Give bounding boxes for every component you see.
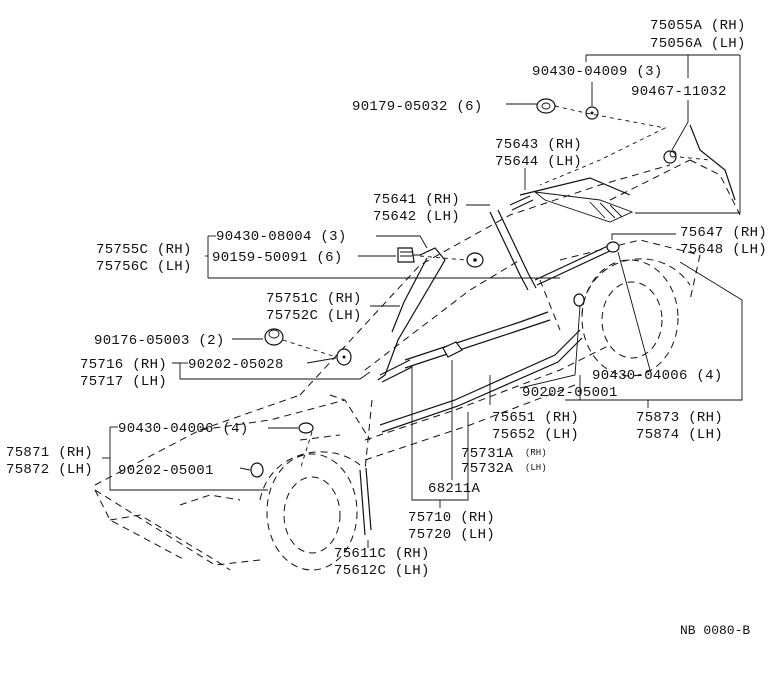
label-75710: 75710 (RH)	[408, 510, 495, 526]
label-75873: 75873 (RH)	[636, 410, 723, 426]
label-90202-05028: 90202-05028	[188, 357, 284, 373]
label-90202-05001-right: 90202-05001	[522, 385, 618, 401]
label-90430-04006-right: 90430-04006 (4)	[592, 368, 723, 384]
label-75871: 75871 (RH)	[6, 445, 93, 461]
label-75732A: 75732A	[461, 461, 514, 477]
nut-90176	[264, 328, 284, 346]
label-75716: 75716 (RH)	[80, 357, 167, 373]
label-75647: 75647 (RH)	[680, 225, 767, 241]
clip-90467	[663, 150, 677, 164]
label-90467-11032: 90467-11032	[631, 84, 727, 100]
label-75756C: 75756C (LH)	[96, 259, 192, 275]
diagram-code: NB 0080-B	[680, 623, 750, 638]
washer-90202-05001-l	[250, 462, 264, 478]
label-75731A: 75731A	[461, 446, 514, 462]
label-90430-04006-left: 90430-04006 (4)	[118, 421, 249, 437]
label-75611C: 75611C (RH)	[334, 546, 430, 562]
label-75644: 75644 (LH)	[495, 154, 582, 170]
part-labels: 75055A (RH) 75056A (LH) 90430-04009 (3) …	[6, 18, 767, 638]
label-75642: 75642 (LH)	[373, 209, 460, 225]
label-75056A: 75056A (LH)	[650, 36, 746, 52]
label-75612C: 75612C (LH)	[334, 563, 430, 579]
label-90159-50091: 90159-50091 (6)	[212, 250, 343, 266]
label-90176-05003: 90176-05003 (2)	[94, 333, 225, 349]
washer-90430-04006-r	[606, 241, 620, 253]
moulding-strips	[359, 195, 613, 536]
label-75731A-side: (RH)	[525, 448, 547, 458]
leader-lines	[102, 54, 743, 548]
label-75648: 75648 (LH)	[680, 242, 767, 258]
label-75874: 75874 (LH)	[636, 427, 723, 443]
label-75055A: 75055A (RH)	[650, 18, 746, 34]
car-body-outline	[94, 124, 741, 571]
label-75751C: 75751C (RH)	[266, 291, 362, 307]
label-90430-08004: 90430-08004 (3)	[216, 229, 347, 245]
label-75752C: 75752C (LH)	[266, 308, 362, 324]
label-90430-04009: 90430-04009 (3)	[532, 64, 663, 80]
label-75755C: 75755C (RH)	[96, 242, 192, 258]
label-68211A: 68211A	[428, 481, 481, 497]
label-90202-05001-left: 90202-05001	[118, 463, 214, 479]
label-75732A-side: (LH)	[525, 463, 547, 473]
label-75643: 75643 (RH)	[495, 137, 582, 153]
label-75717: 75717 (LH)	[80, 374, 167, 390]
screw-90159	[397, 247, 415, 263]
handle-68211A	[442, 341, 463, 358]
label-90179-05032: 90179-05032 (6)	[352, 99, 483, 115]
fasteners	[250, 98, 677, 478]
grommet-90179	[536, 98, 556, 114]
label-75641: 75641 (RH)	[373, 192, 460, 208]
washer-90202-05001-r	[573, 293, 585, 307]
washer-90430-04006-l	[298, 422, 314, 434]
label-75872: 75872 (LH)	[6, 462, 93, 478]
label-75651: 75651 (RH)	[492, 410, 579, 426]
label-75720: 75720 (LH)	[408, 527, 495, 543]
label-75652: 75652 (LH)	[492, 427, 579, 443]
